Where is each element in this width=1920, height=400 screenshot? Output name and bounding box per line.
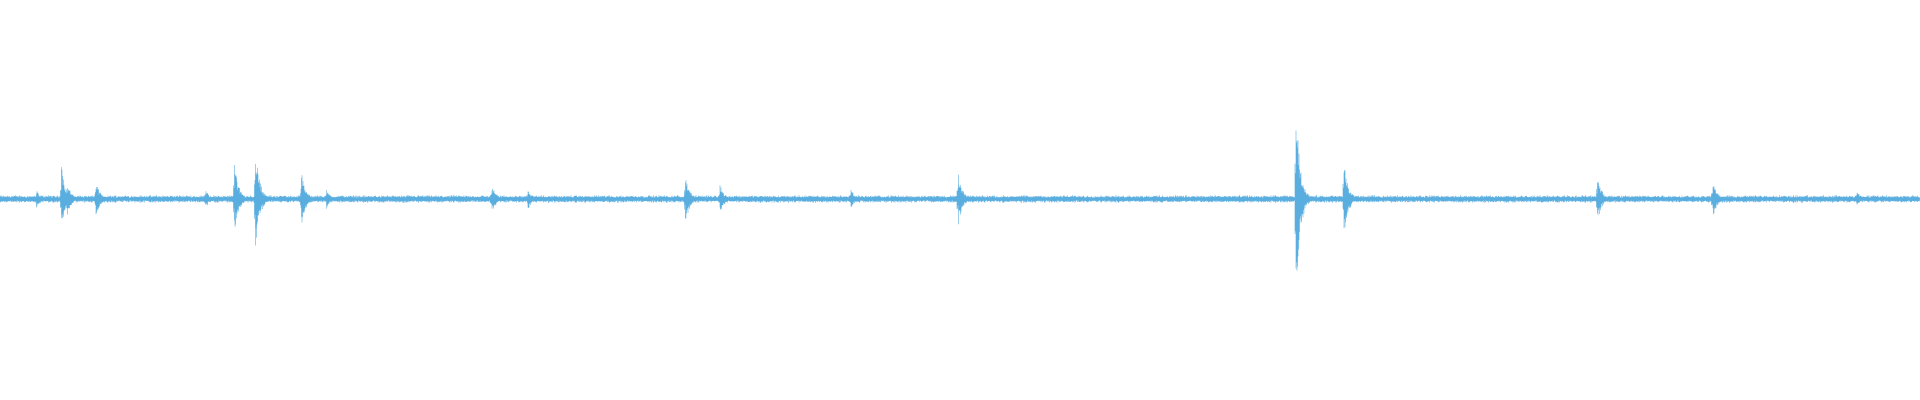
waveform-trace <box>0 130 1920 271</box>
waveform-samples <box>0 130 1920 271</box>
